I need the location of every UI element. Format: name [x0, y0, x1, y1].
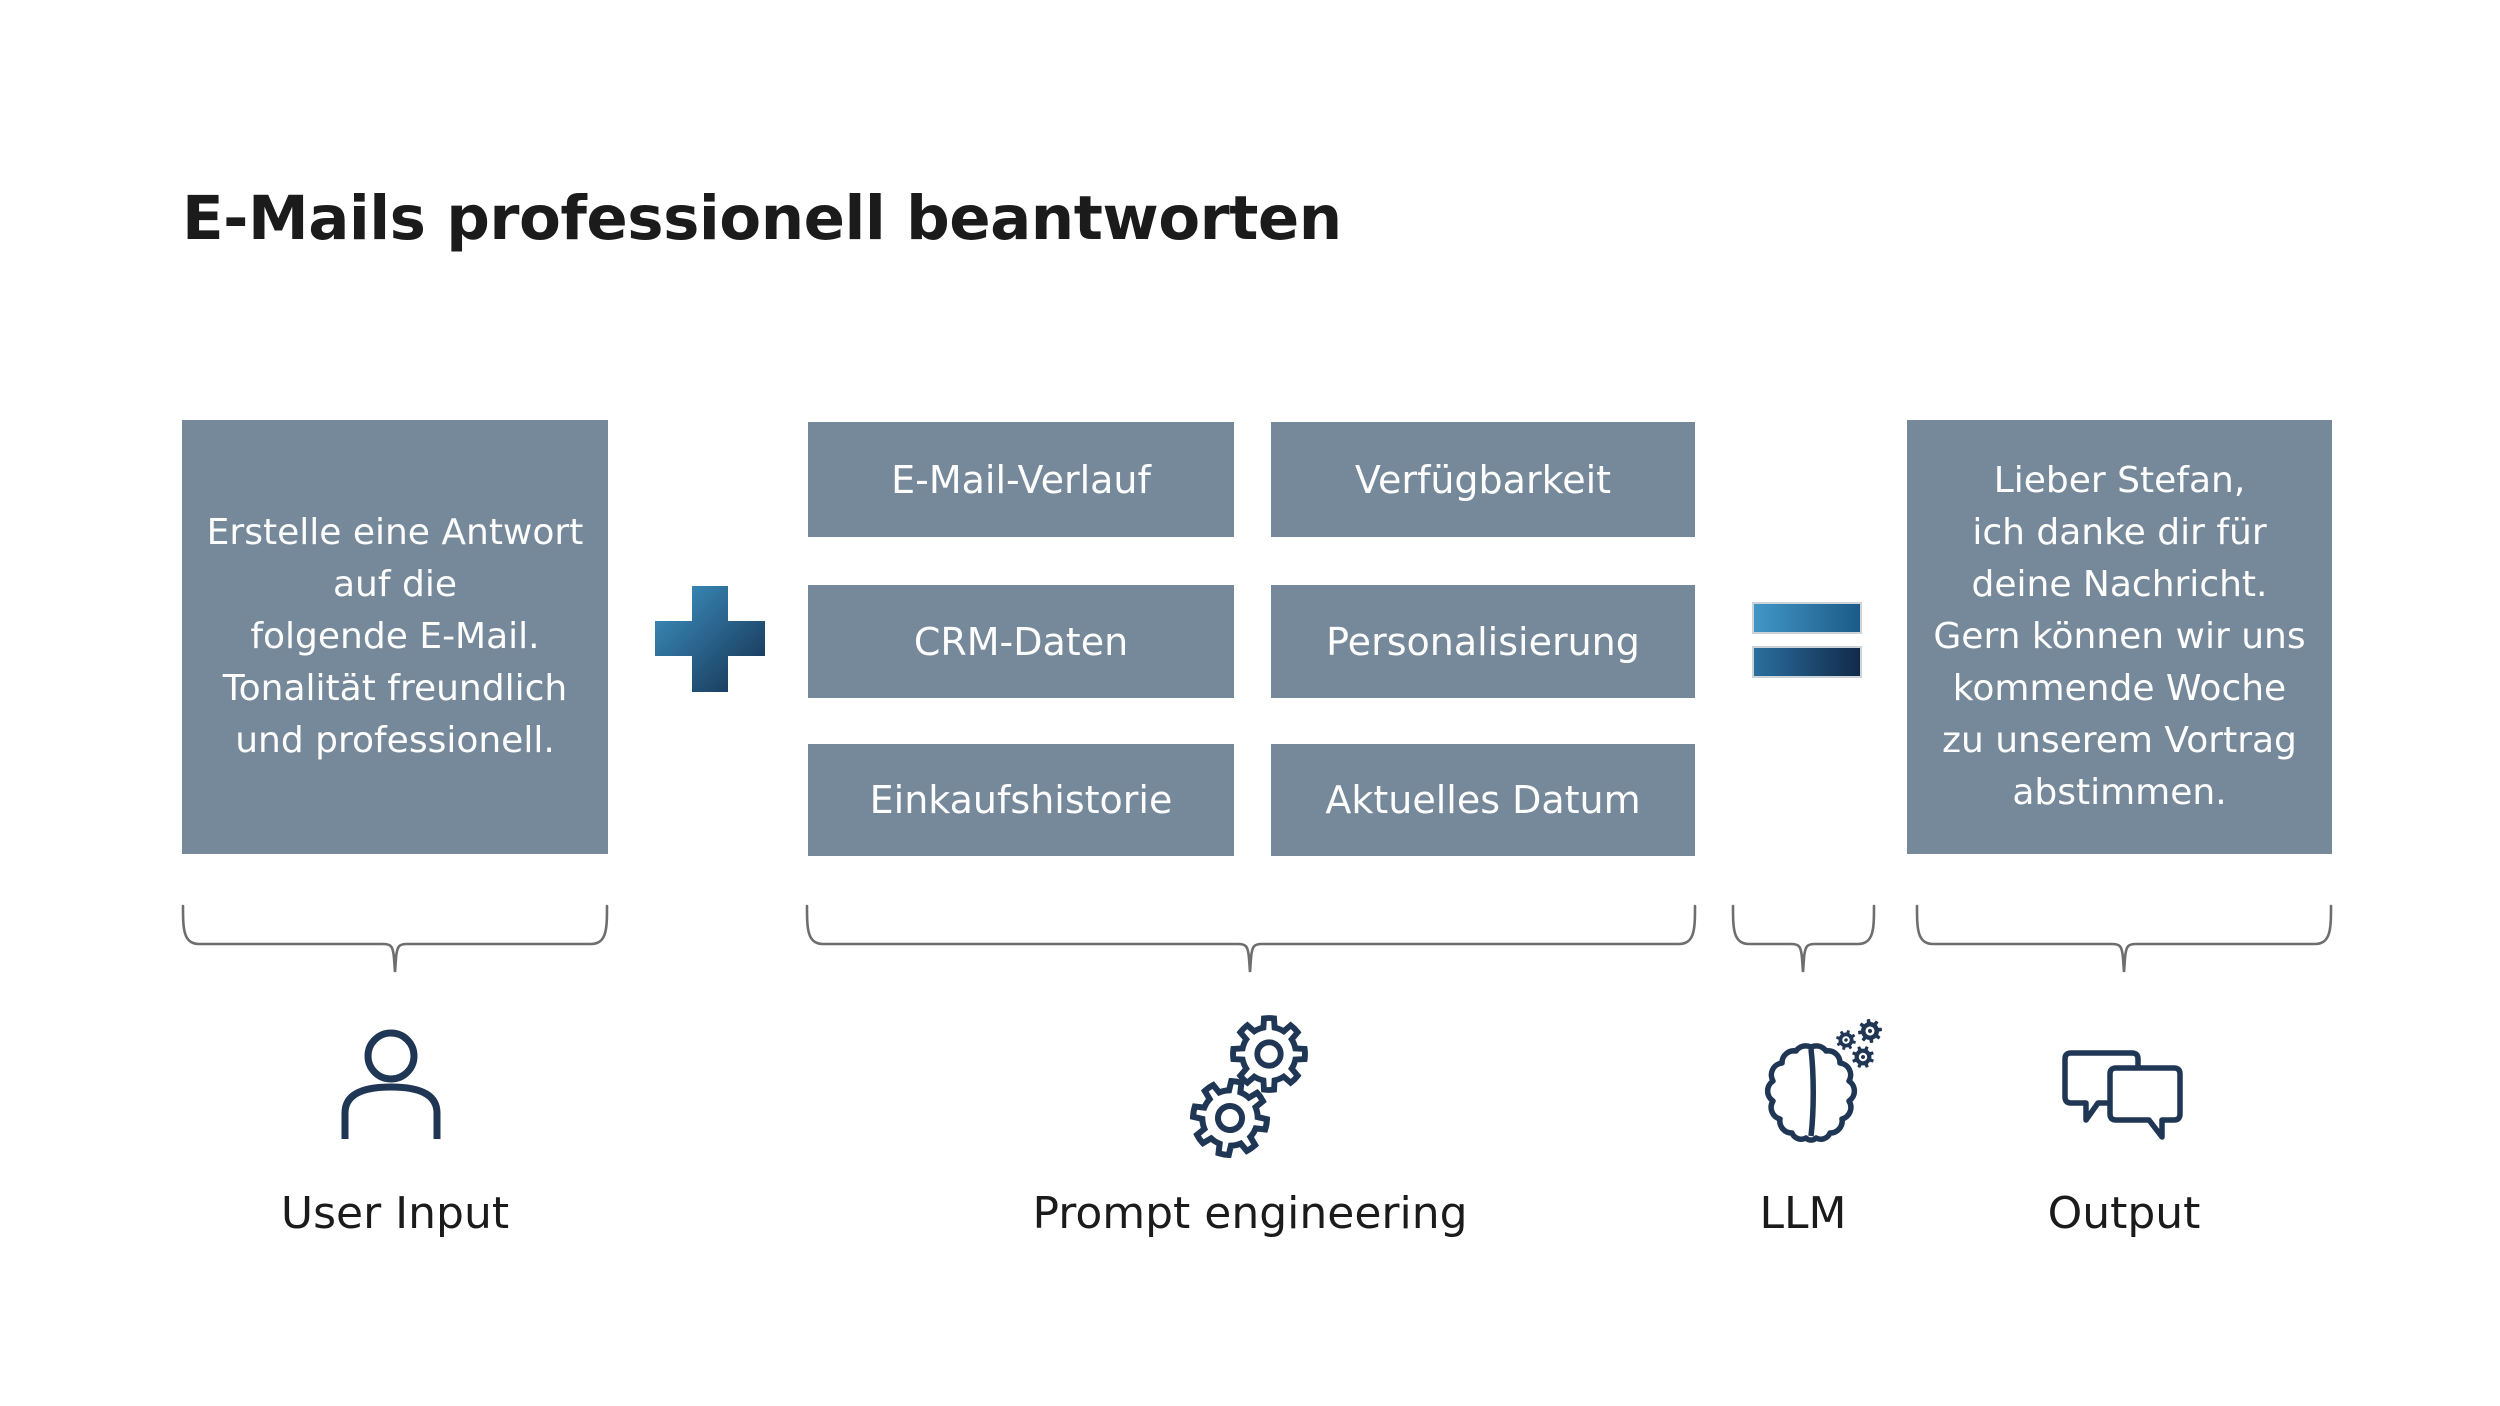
output-box: Lieber Stefan, ich danke dir für deine N… [1907, 420, 2332, 854]
prompt-box-label: Personalisierung [1326, 619, 1640, 664]
person-icon [341, 1029, 441, 1139]
user-input-box: Erstelle eine Antwort auf die folgende E… [182, 420, 608, 854]
label-prompt-engineering: Prompt engineering [1032, 1188, 1468, 1239]
equals-icon [1752, 602, 1862, 634]
brace-output [1915, 904, 2333, 973]
prompt-box-email-verlauf: E-Mail-Verlauf [808, 422, 1234, 537]
chat-bubbles-icon [2062, 1050, 2183, 1140]
plus-icon [655, 586, 765, 692]
label-user-input: User Input [280, 1188, 510, 1239]
user-input-text: Erstelle eine Antwort auf die folgende E… [206, 512, 584, 761]
prompt-box-einkaufshistorie: Einkaufshistorie [808, 744, 1234, 856]
output-text: Lieber Stefan, ich danke dir für deine N… [1933, 460, 2306, 813]
prompt-box-personalisierung: Personalisierung [1271, 585, 1695, 698]
gears-icon [1187, 1018, 1305, 1161]
prompt-box-label: Aktuelles Datum [1325, 778, 1641, 822]
prompt-box-aktuelles-datum: Aktuelles Datum [1271, 744, 1695, 856]
brain-with-gears-icon [1764, 1017, 1884, 1143]
brace-user-input [181, 904, 609, 973]
prompt-box-label: Einkaufshistorie [869, 778, 1173, 822]
label-output: Output [2047, 1188, 2201, 1239]
page-title: E-Mails professionell beantworten [182, 183, 1342, 254]
brace-prompt-engineering [805, 904, 1697, 973]
equals-icon [1752, 646, 1862, 678]
prompt-box-label: E-Mail-Verlauf [891, 457, 1151, 502]
prompt-box-verfuegbarkeit: Verfügbarkeit [1271, 422, 1695, 537]
prompt-box-label: Verfügbarkeit [1354, 457, 1612, 502]
label-llm: LLM [1759, 1188, 1847, 1239]
brace-llm [1731, 904, 1876, 973]
prompt-box-crm-daten: CRM-Daten [808, 585, 1234, 698]
prompt-box-label: CRM-Daten [913, 619, 1129, 664]
